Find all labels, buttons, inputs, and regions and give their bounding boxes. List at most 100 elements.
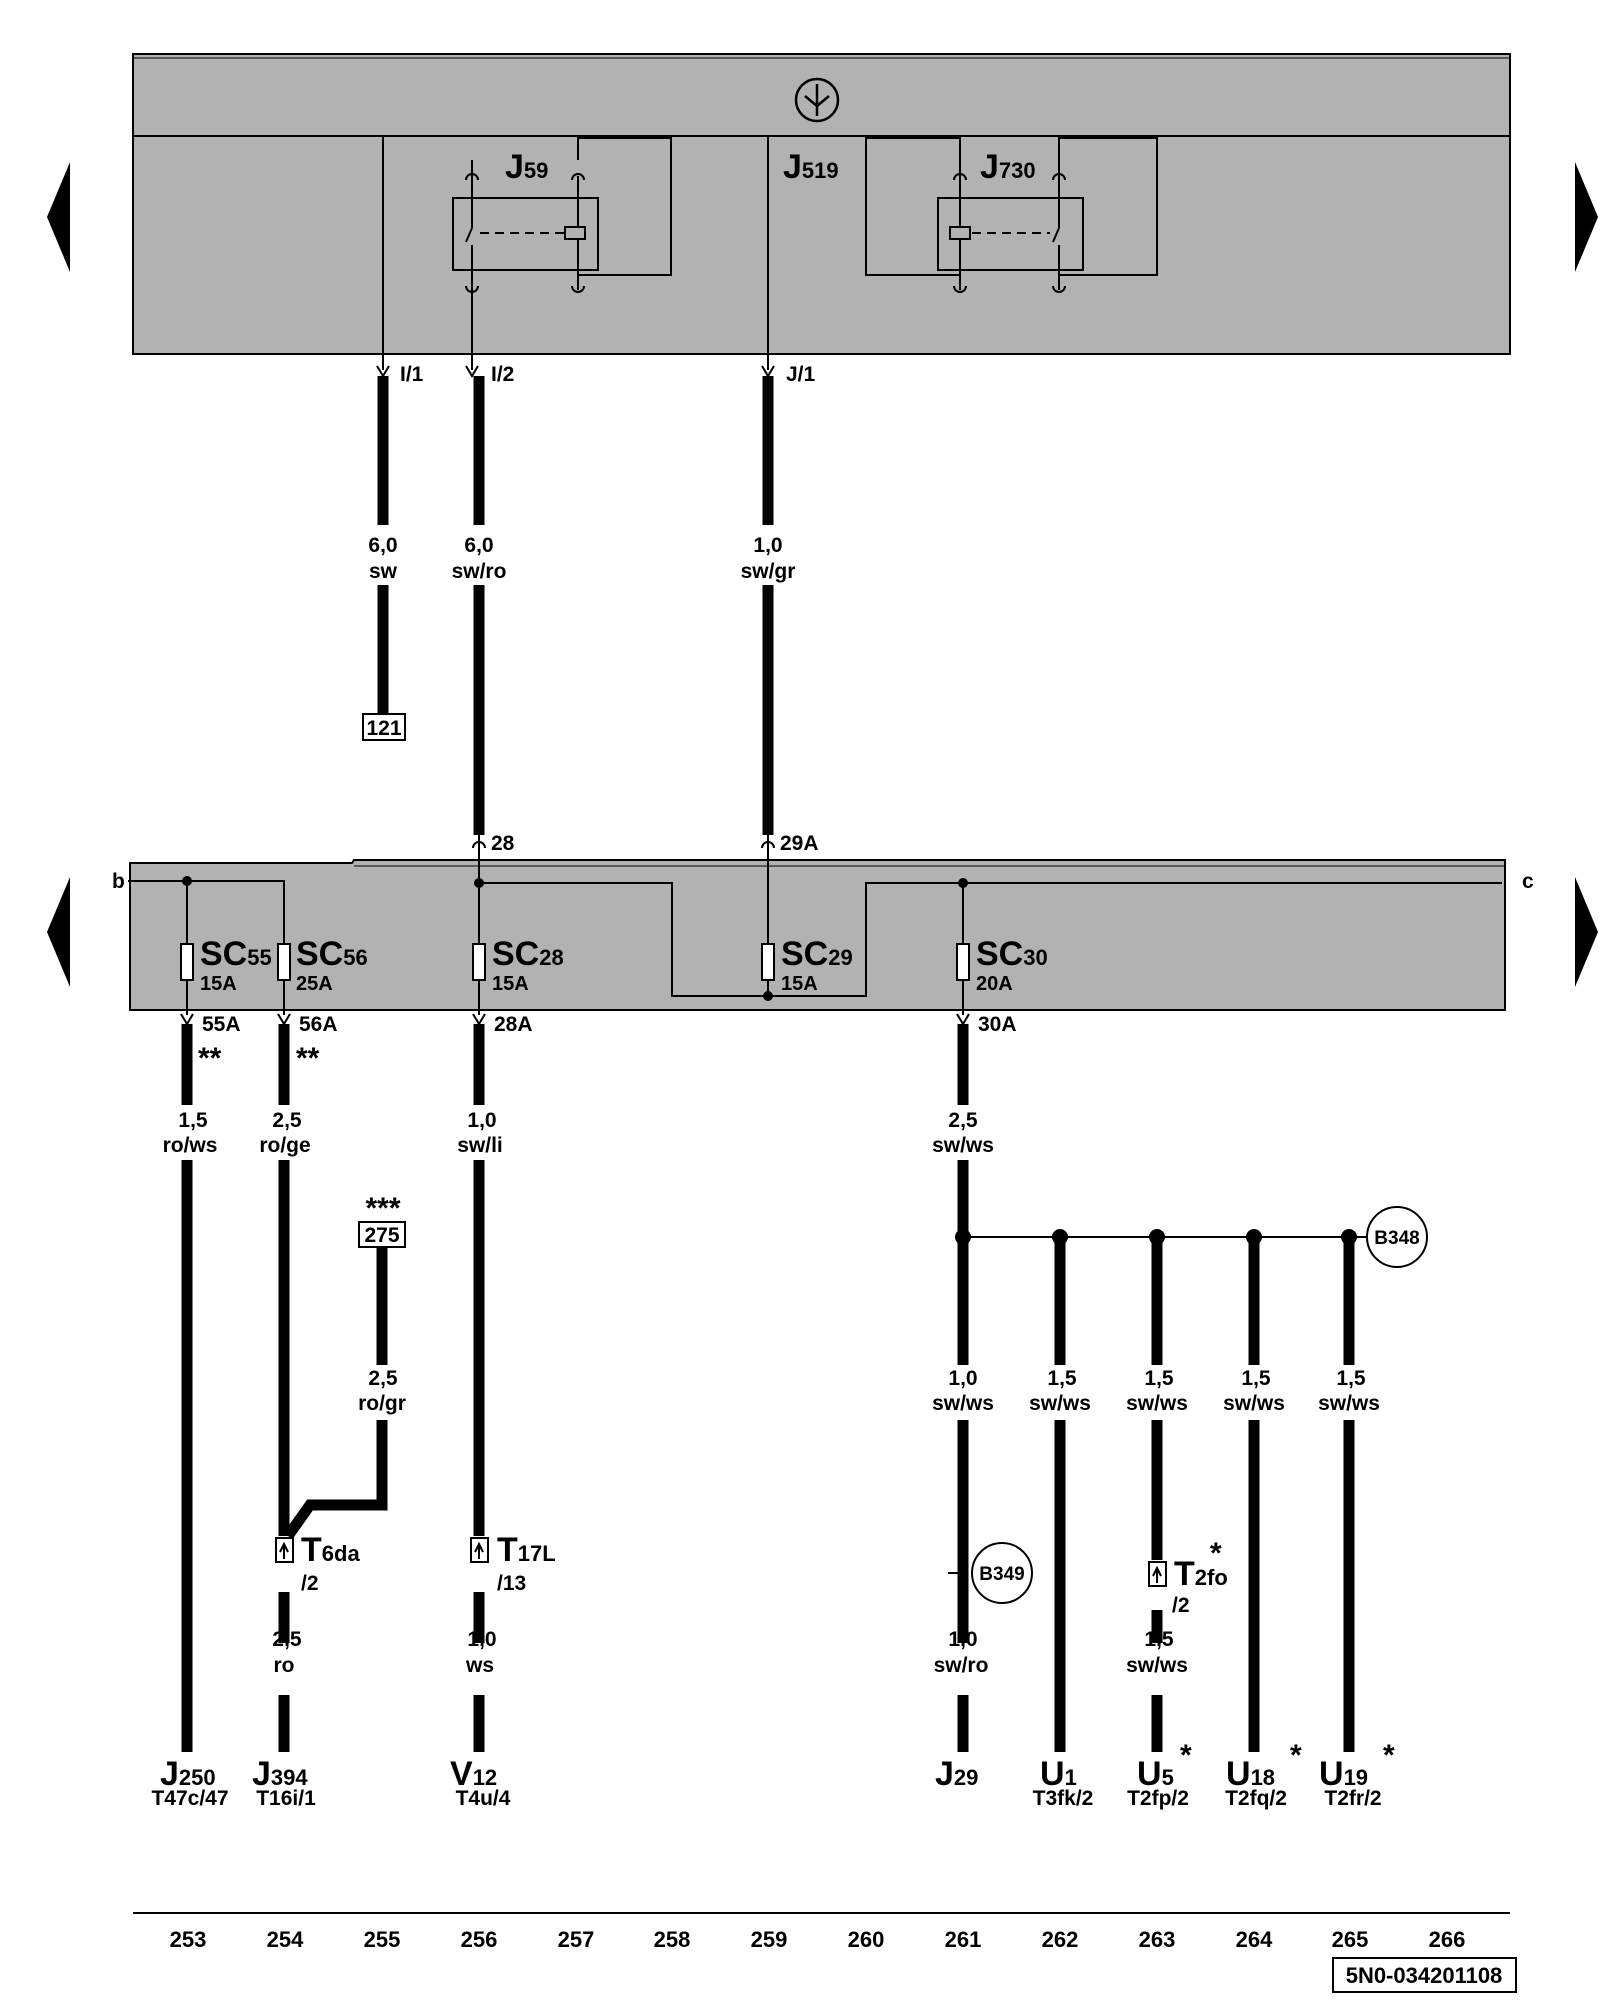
svg-text:SC56: SC56: [296, 935, 368, 973]
column-260: 260: [848, 1927, 885, 1952]
reference-275: 275: [364, 1224, 399, 1247]
fuse-out-55a: 55A: [202, 1013, 241, 1036]
wire-size-261b: 1,0: [948, 1628, 977, 1651]
component-u18-star: *: [1290, 1739, 1302, 1772]
wire-color-253: ro/ws: [163, 1134, 218, 1157]
connector-t6da-name: T: [301, 1531, 322, 1569]
component-u1-name: U: [1040, 1755, 1065, 1793]
connector-t17l-icon: [470, 1537, 489, 1563]
splice-b349-circle: [971, 1542, 1033, 1604]
nav-prev-bottom-icon[interactable]: [47, 877, 70, 987]
wire-size-261: 2,5: [948, 1109, 978, 1132]
branch-color-265: sw/ws: [1318, 1392, 1380, 1415]
wire-color-254b: ro: [274, 1654, 295, 1677]
relay-carrier-module: [132, 53, 1511, 355]
relay-label-j59: J59: [505, 148, 548, 186]
pin-i1: I/1: [400, 363, 424, 386]
component-u5-name: U: [1137, 1755, 1162, 1793]
component-u19-pin: T2fr/2: [1324, 1787, 1381, 1810]
component-j250-name: J: [160, 1755, 179, 1793]
fuse-sc28-rating: 15A: [492, 973, 529, 995]
connector-t2fo-star: *: [1210, 1537, 1222, 1570]
wire-color-263b: sw/ws: [1126, 1654, 1188, 1677]
connector-t2fo-pin: /2: [1172, 1594, 1190, 1617]
component-u5-star: *: [1180, 1739, 1192, 1772]
svg-text:SC30: SC30: [976, 935, 1048, 973]
connector-t2fo-icon: [1148, 1561, 1167, 1587]
fuse-input-arrows: [472, 841, 775, 849]
branch-color-261: sw/ws: [932, 1392, 994, 1415]
wire-size-263b: 1,5: [1144, 1628, 1174, 1651]
component-u18-name: U: [1226, 1755, 1251, 1793]
svg-text:U18: U18: [1226, 1755, 1275, 1793]
svg-text:SC28: SC28: [492, 935, 564, 973]
relay-j730: [865, 137, 1158, 293]
column-263: 263: [1139, 1927, 1176, 1952]
reference-box-121: [362, 713, 406, 741]
fuse-input-28: 28: [491, 832, 515, 855]
component-j394-name: J: [252, 1755, 271, 1793]
column-253: 253: [170, 1927, 207, 1952]
component-u5-pin: T2fp/2: [1127, 1787, 1189, 1810]
column-257: 257: [558, 1927, 595, 1952]
component-j29-name: J: [935, 1755, 954, 1793]
fuse-labels: SC55 SC56 SC28 SC29 SC30: [200, 935, 1048, 973]
column-266: 266: [1429, 1927, 1466, 1952]
fuse-elements: [180, 943, 970, 981]
branch-color-263: sw/ws: [1126, 1392, 1188, 1415]
wire-color-j1: sw/gr: [741, 560, 796, 583]
fuse-sc55-name: SC: [200, 935, 247, 973]
component-j394-pin: T16i/1: [256, 1787, 316, 1810]
nav-prev-top-icon[interactable]: [47, 162, 70, 272]
fuse-out-30a: 30A: [978, 1013, 1017, 1036]
wire-size-256b: 1,0: [467, 1628, 496, 1651]
ground-symbol-icon: [794, 77, 840, 123]
fuse-out-28a: 28A: [494, 1013, 533, 1036]
column-255: 255: [364, 1927, 401, 1952]
fuse-input-29a: 29A: [780, 832, 819, 855]
junction-dots: [182, 876, 968, 1001]
connector-t17l-pin: /13: [497, 1572, 526, 1595]
footnote-stars-55a: **: [198, 1042, 222, 1075]
column-261: 261: [945, 1927, 982, 1952]
wire-color-256b: ws: [465, 1654, 494, 1677]
fuse-sc29-rating: 15A: [781, 973, 818, 995]
footnote-stars-275: ***: [365, 1192, 400, 1225]
column-259: 259: [751, 1927, 788, 1952]
wire-size-i1: 6,0: [368, 534, 397, 557]
wire-size-256: 1,0: [467, 1109, 496, 1132]
column-262: 262: [1042, 1927, 1079, 1952]
branch-size-265: 1,5: [1336, 1367, 1366, 1390]
pin-i2: I/2: [491, 363, 514, 386]
fuse-sc30-name: SC: [976, 935, 1023, 973]
fuse-sc29-name: SC: [781, 935, 828, 973]
svg-text:U5: U5: [1137, 1755, 1174, 1793]
nav-next-bottom-icon[interactable]: [1575, 877, 1598, 987]
component-u1-pin: T3fk/2: [1033, 1787, 1094, 1810]
connector-t6da-icon: [275, 1537, 294, 1563]
svg-text:V12: V12: [450, 1755, 497, 1793]
component-labels: J250 J394 V12 J29 U1 U5 U18 U19: [160, 1755, 1368, 1793]
svg-text:J250: J250: [160, 1755, 216, 1793]
pin-arrows-top: [376, 365, 775, 378]
fuse-out-56a: 56A: [299, 1013, 338, 1036]
fuse-sc55-rating: 15A: [200, 973, 237, 995]
svg-text:T2fo: T2fo: [1174, 1555, 1228, 1593]
component-u18-pin: T2fq/2: [1225, 1787, 1287, 1810]
fuse-sc28-name: SC: [492, 935, 539, 973]
wire-size-253: 1,5: [178, 1109, 208, 1132]
column-256: 256: [461, 1927, 498, 1952]
relay-j59: [452, 137, 672, 293]
component-v12-name: V: [450, 1755, 473, 1793]
wire-color-255: ro/gr: [358, 1392, 406, 1415]
column-numbers: 253 254 255 256 257 258 259 260 261 262 …: [170, 1927, 1466, 1952]
column-254: 254: [267, 1927, 304, 1952]
column-265: 265: [1332, 1927, 1369, 1952]
nav-next-top-icon[interactable]: [1575, 162, 1598, 272]
reference-121: 121: [366, 717, 401, 740]
branch-size-261: 1,0: [948, 1367, 977, 1390]
footnote-stars-56a: **: [296, 1042, 320, 1075]
fuse-sc30-rating: 20A: [976, 973, 1013, 995]
wire-size-254: 2,5: [272, 1109, 302, 1132]
branch-size-262: 1,5: [1047, 1367, 1077, 1390]
